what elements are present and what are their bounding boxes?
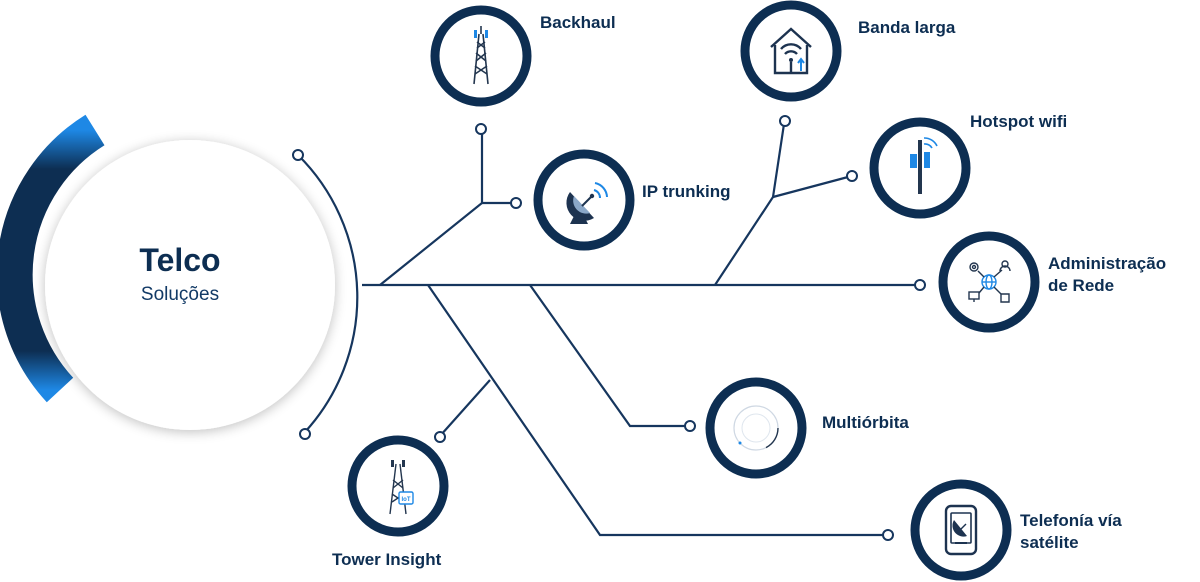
network-admin-icon	[968, 260, 1011, 303]
label-hotspot-wifi: Hotspot wifi	[970, 112, 1068, 131]
node-circles	[347, 0, 1040, 581]
node-tower-insight	[347, 435, 449, 537]
label-banda-larga: Banda larga	[858, 18, 956, 37]
node-ip-trunking	[533, 149, 635, 251]
orbit-icon	[733, 405, 779, 451]
connectors	[362, 123, 916, 537]
dot-backhaul	[475, 123, 487, 135]
label-telefonia-line2: satélite	[1020, 533, 1079, 552]
iot-tower-icon: IoT	[389, 460, 414, 515]
dot-admin-rede	[914, 279, 926, 291]
label-multiorbita: Multiórbita	[822, 413, 909, 432]
label-tower-insight: Tower Insight	[332, 550, 442, 569]
connector-telefonia	[427, 284, 884, 537]
dot-banda-larga	[779, 115, 791, 127]
svg-text:IoT: IoT	[402, 497, 411, 503]
wifi-hotspot-pole-icon	[910, 137, 938, 194]
hub-circle	[45, 140, 335, 430]
dot-tower-insight	[434, 431, 446, 443]
dot-hotspot	[846, 170, 858, 182]
dot-telefonia	[882, 529, 894, 541]
connector-tower-insight	[439, 379, 491, 437]
hub-title: Telco	[139, 242, 221, 278]
dot-ip-trunking	[510, 197, 522, 209]
connector-hotspot	[772, 175, 849, 199]
connector-banda-larga	[714, 123, 786, 286]
hub-outer-arc	[297, 154, 359, 433]
satellite-dish-icon	[566, 182, 608, 224]
dot-multiorbita	[684, 420, 696, 432]
node-multiorbita	[705, 377, 807, 479]
connector-backhaul-ip	[379, 130, 484, 286]
hub-accent-arc	[0, 114, 105, 403]
label-telefonia-line1: Telefonía vía	[1020, 511, 1122, 530]
hub-arc-dot-bottom	[299, 428, 311, 440]
home-wifi-icon	[770, 27, 812, 75]
label-ip-trunking: IP trunking	[642, 182, 731, 201]
hub	[0, 114, 359, 440]
cell-tower-icon	[473, 26, 489, 85]
hub-subtitle: Soluções	[140, 284, 220, 305]
hub-arc-dot-top	[292, 149, 304, 161]
satellite-phone-icon	[944, 504, 978, 556]
connector-multiorbita	[529, 284, 686, 428]
label-admin-rede-line1: Administração	[1048, 254, 1167, 273]
label-backhaul: Backhaul	[540, 13, 616, 32]
label-admin-rede-line2: de Rede	[1048, 276, 1115, 295]
connector-dots	[434, 115, 926, 541]
